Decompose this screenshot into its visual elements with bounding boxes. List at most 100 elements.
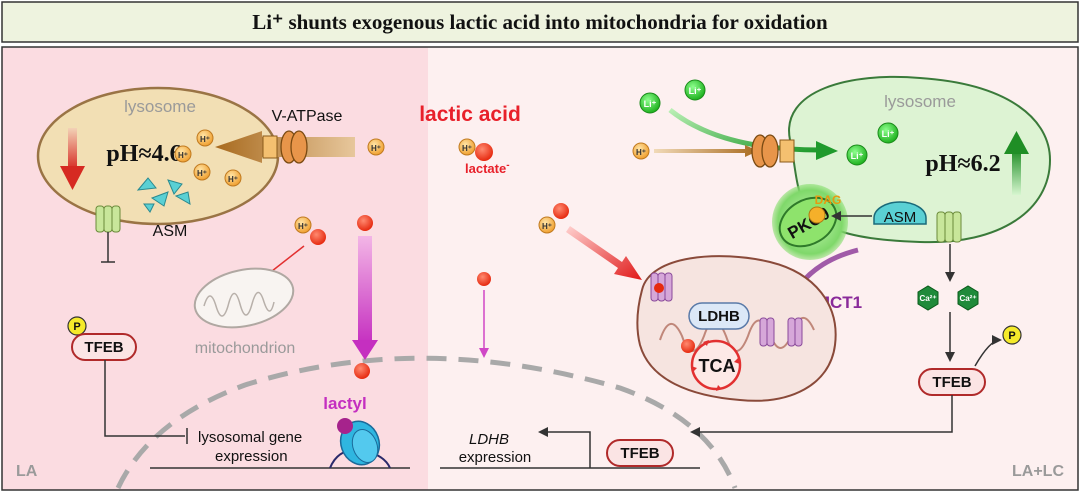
dag-ball-icon	[808, 206, 826, 224]
ph-increase-arrow-icon	[1004, 131, 1029, 154]
lysosomal-channel-icon	[95, 205, 121, 233]
svg-text:H⁺: H⁺	[542, 222, 552, 231]
ph-right-label: pH≈6.2	[925, 151, 1000, 177]
vatpase-pump-icon	[262, 130, 308, 164]
lithium-entry-arrowhead	[816, 141, 838, 160]
proton-ball-icon: H⁺	[224, 169, 242, 187]
lithium-ion-icon: Li⁺	[877, 122, 899, 144]
svg-text:Ca²⁺: Ca²⁺	[959, 294, 976, 303]
proton-ball-icon: H⁺	[294, 216, 312, 234]
svg-text:Ca²⁺: Ca²⁺	[919, 294, 936, 303]
tfeb-inhibition-line	[104, 360, 185, 437]
ph-increase-arrow-shaft	[1012, 150, 1021, 195]
tfeb-right-label: TFEB	[932, 374, 971, 391]
proton-ball-icon: H⁺	[174, 145, 192, 163]
ph-decrease-arrow-icon	[60, 166, 85, 190]
panel-label-la-lc: LA+LC	[1012, 463, 1064, 480]
asm-fragments-icon	[136, 177, 191, 213]
ph-left-label: pH≈4.6	[106, 141, 181, 167]
title-bar	[1, 1, 1079, 43]
panel-border	[1, 46, 1079, 491]
tca-arrow-icon	[716, 385, 722, 391]
svg-text:Li⁺: Li⁺	[882, 129, 895, 139]
ldhb-pill	[688, 302, 750, 330]
lactyl-mark-icon	[337, 418, 353, 434]
asm-right-label: ASM	[884, 209, 917, 226]
ldhb-expression-label: expression	[459, 449, 532, 466]
lactate-ball-icon	[477, 272, 491, 286]
tca-arrow-icon	[691, 366, 697, 372]
lactate-to-mito-arrow	[566, 226, 642, 280]
nuclear-envelope	[115, 355, 738, 490]
lysosomal-channel-icon	[936, 211, 962, 243]
proton-ball-icon: H⁺	[538, 216, 556, 234]
lysosomal-gene-label: lysosomal gene	[198, 429, 302, 446]
dag-label: DAG	[815, 193, 842, 207]
asm-right-node	[873, 201, 927, 225]
svg-text:H⁺: H⁺	[200, 135, 210, 144]
ldhb-gene-label: LDHB	[469, 431, 509, 448]
lactic-acid-label: lactic acid	[419, 103, 521, 126]
lactate-ball-icon	[310, 229, 326, 245]
ldhb-expression-arrow	[538, 427, 591, 468]
tfeb-nuclear-pill	[606, 439, 674, 467]
lithium-ion-icon: Li⁺	[684, 79, 706, 101]
mct1-transporter-icon	[759, 317, 803, 347]
svg-text:H⁺: H⁺	[197, 169, 207, 178]
tfeb-left-pill	[71, 333, 137, 361]
proton-entry-arrow	[654, 145, 758, 157]
mitochondrion-icon	[193, 267, 295, 329]
proton-ball-icon: H⁺	[196, 129, 214, 147]
lactate-ball-icon	[681, 339, 695, 353]
svg-text:Li⁺: Li⁺	[689, 86, 702, 96]
lactate-ball-icon	[553, 203, 569, 219]
phospho-badge-icon: P	[67, 316, 87, 336]
nucleosome-icon	[329, 420, 391, 469]
proton-ball-icon: H⁺	[458, 138, 476, 156]
tfeb-nuclear-label: TFEB	[620, 445, 659, 462]
lithium-ion-icon: Li⁺	[846, 144, 868, 166]
svg-text:H⁺: H⁺	[636, 148, 646, 157]
vatpase-label: V-ATPase	[272, 108, 343, 125]
calcium-ion-icon: Ca²⁺	[957, 285, 979, 311]
asm-left-label: ASM	[153, 223, 188, 240]
svg-text:P: P	[1008, 330, 1015, 342]
ldhb-label: LDHB	[698, 308, 740, 325]
lithium-entry-arrow	[668, 108, 821, 153]
tfeb-dephospho-arrow	[974, 335, 1002, 367]
svg-text:H⁺: H⁺	[178, 151, 188, 160]
lactate-ball-icon	[357, 215, 373, 231]
lithium-ion-icon: Li⁺	[639, 92, 661, 114]
proton-ball-icon: H⁺	[632, 142, 650, 160]
lysosomal-expression-label: expression	[215, 448, 288, 465]
tca-label: TCA	[699, 356, 736, 376]
svg-text:P: P	[73, 321, 80, 333]
proton-ball-icon: H⁺	[193, 163, 211, 181]
lysosome-left-label: lysosome	[124, 97, 196, 116]
panel-label-la: LA	[16, 463, 38, 480]
mitochondrion-label: mitochondrion	[195, 340, 296, 357]
diagram-title: Li⁺ shunts exogenous lactic acid into mi…	[252, 10, 828, 34]
tca-arrow-icon	[734, 358, 740, 364]
svg-text:H⁺: H⁺	[228, 175, 238, 184]
svg-text:Li⁺: Li⁺	[644, 99, 657, 109]
svg-text:H⁺: H⁺	[298, 222, 308, 231]
tfeb-left-label: TFEB	[84, 339, 123, 356]
mct1-transporter-icon	[650, 272, 673, 302]
lactate-import-arrowhead	[352, 340, 378, 360]
lactate-label: lactate-	[465, 160, 510, 176]
lysosome-right-label: lysosome	[884, 92, 956, 111]
svg-text:H⁺: H⁺	[462, 144, 472, 153]
lactate-ball-icon	[354, 363, 370, 379]
lactyl-label: lactyl	[323, 394, 366, 413]
svg-text:Li⁺: Li⁺	[851, 151, 864, 161]
tfeb-nuclear-arrow	[690, 395, 953, 437]
tca-arrow-icon	[703, 340, 709, 346]
vatpase-pump-icon	[751, 134, 795, 168]
phospho-badge-icon: P	[1002, 325, 1022, 345]
lactate-ball-icon	[475, 143, 493, 161]
proton-ball-icon: H⁺	[367, 138, 385, 156]
tca-cycle-ring	[690, 339, 742, 391]
